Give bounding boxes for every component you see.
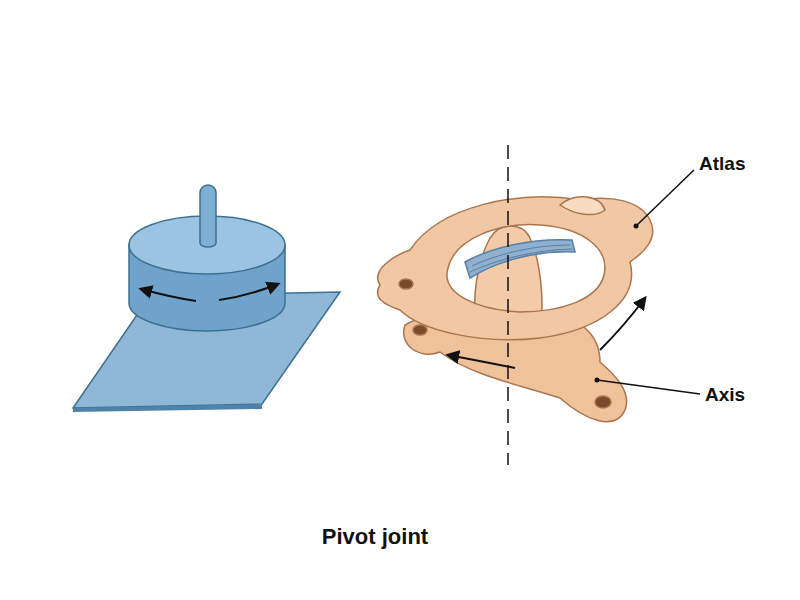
pivot-peg: [200, 185, 216, 247]
part-label: Axis: [705, 385, 745, 406]
transverse-ligament: [465, 240, 575, 278]
foramen: [399, 279, 413, 289]
rotation-arrow: [448, 355, 515, 368]
ligament-fibres: [470, 245, 572, 272]
pivot-model: [73, 185, 340, 412]
figure-caption: Pivot joint: [322, 525, 428, 549]
bone-facet: [560, 197, 605, 215]
atlas-axis-bones: [378, 197, 653, 422]
rotation-arrow: [141, 289, 196, 301]
rotation-arrow: [600, 298, 645, 350]
foramen: [595, 396, 611, 408]
foramen: [413, 325, 427, 335]
leader-line: [597, 380, 700, 394]
atlas-bone: [378, 197, 653, 340]
part-label: Atlas: [699, 154, 745, 175]
rotation-arrow: [219, 284, 278, 300]
rotation-axis-line: [507, 145, 509, 465]
leader-line: [636, 170, 694, 226]
plate-edge: [73, 404, 262, 412]
